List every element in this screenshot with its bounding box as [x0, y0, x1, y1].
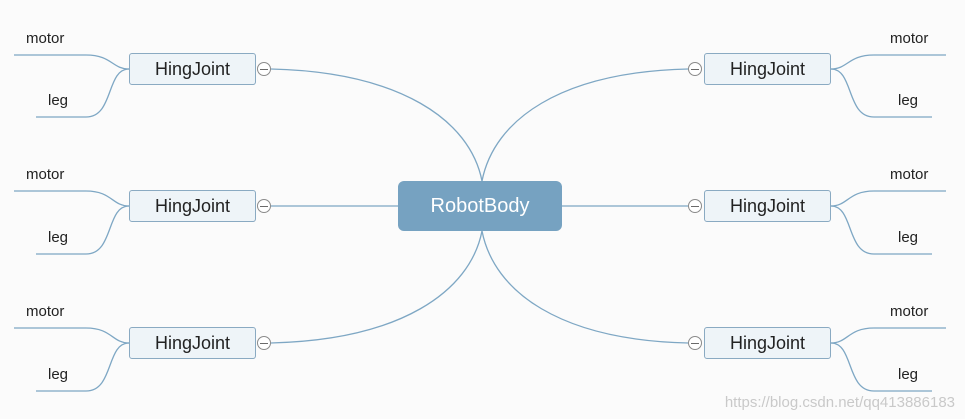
connector-right-middle-to-leg [830, 205, 932, 255]
joint-node-right-bottom[interactable]: HingJoint [704, 327, 831, 359]
root-node-robotbody[interactable]: RobotBody [398, 181, 562, 231]
collapse-right-middle-icon[interactable] [688, 199, 702, 213]
leaf-motor-left-bottom[interactable]: motor [26, 303, 65, 320]
connector-root-to-left-top [270, 68, 483, 182]
collapse-left-middle-icon[interactable] [257, 199, 271, 213]
leaf-leg-left-top[interactable]: leg [48, 92, 69, 109]
connector-root-to-left-bottom [270, 230, 483, 344]
connector-left-middle-to-leg [36, 205, 130, 255]
watermark-url: https://blog.csdn.net/qq413886183 [724, 394, 955, 411]
connector-left-top-to-leg [36, 68, 130, 118]
connector-left-bottom-to-leg [36, 342, 130, 392]
joint-node-left-top[interactable]: HingJoint [129, 53, 256, 85]
connector-left-bottom-to-motor [14, 327, 130, 344]
leaf-leg-right-bottom[interactable]: leg [898, 366, 919, 383]
collapse-right-bottom-icon[interactable] [688, 336, 702, 350]
connector-right-middle-to-motor [830, 190, 946, 207]
leaf-leg-right-middle[interactable]: leg [898, 229, 919, 246]
leaf-motor-right-middle[interactable]: motor [890, 166, 929, 183]
collapse-right-top-icon[interactable] [688, 62, 702, 76]
connector-right-bottom-to-leg [830, 342, 932, 392]
leaf-motor-left-middle[interactable]: motor [26, 166, 65, 183]
connector-left-top-to-motor [14, 54, 130, 70]
connector-right-bottom-to-motor [830, 327, 946, 344]
joint-node-right-middle[interactable]: HingJoint [704, 190, 831, 222]
leaf-motor-right-bottom[interactable]: motor [890, 303, 929, 320]
connector-root-to-right-top [481, 68, 689, 182]
collapse-left-top-icon[interactable] [257, 62, 271, 76]
leaf-leg-left-bottom[interactable]: leg [48, 366, 69, 383]
leaf-leg-left-middle[interactable]: leg [48, 229, 69, 246]
collapse-left-bottom-icon[interactable] [257, 336, 271, 350]
leaf-leg-right-top[interactable]: leg [898, 92, 919, 109]
joint-node-left-bottom[interactable]: HingJoint [129, 327, 256, 359]
leaf-motor-left-top[interactable]: motor [26, 30, 65, 47]
joint-node-right-top[interactable]: HingJoint [704, 53, 831, 85]
joint-node-left-middle[interactable]: HingJoint [129, 190, 256, 222]
leaf-motor-right-top[interactable]: motor [890, 30, 929, 47]
connector-right-top-to-motor [830, 54, 946, 70]
connector-left-middle-to-motor [14, 190, 130, 207]
connector-root-to-right-bottom [481, 230, 689, 344]
connector-right-top-to-leg [830, 68, 932, 118]
